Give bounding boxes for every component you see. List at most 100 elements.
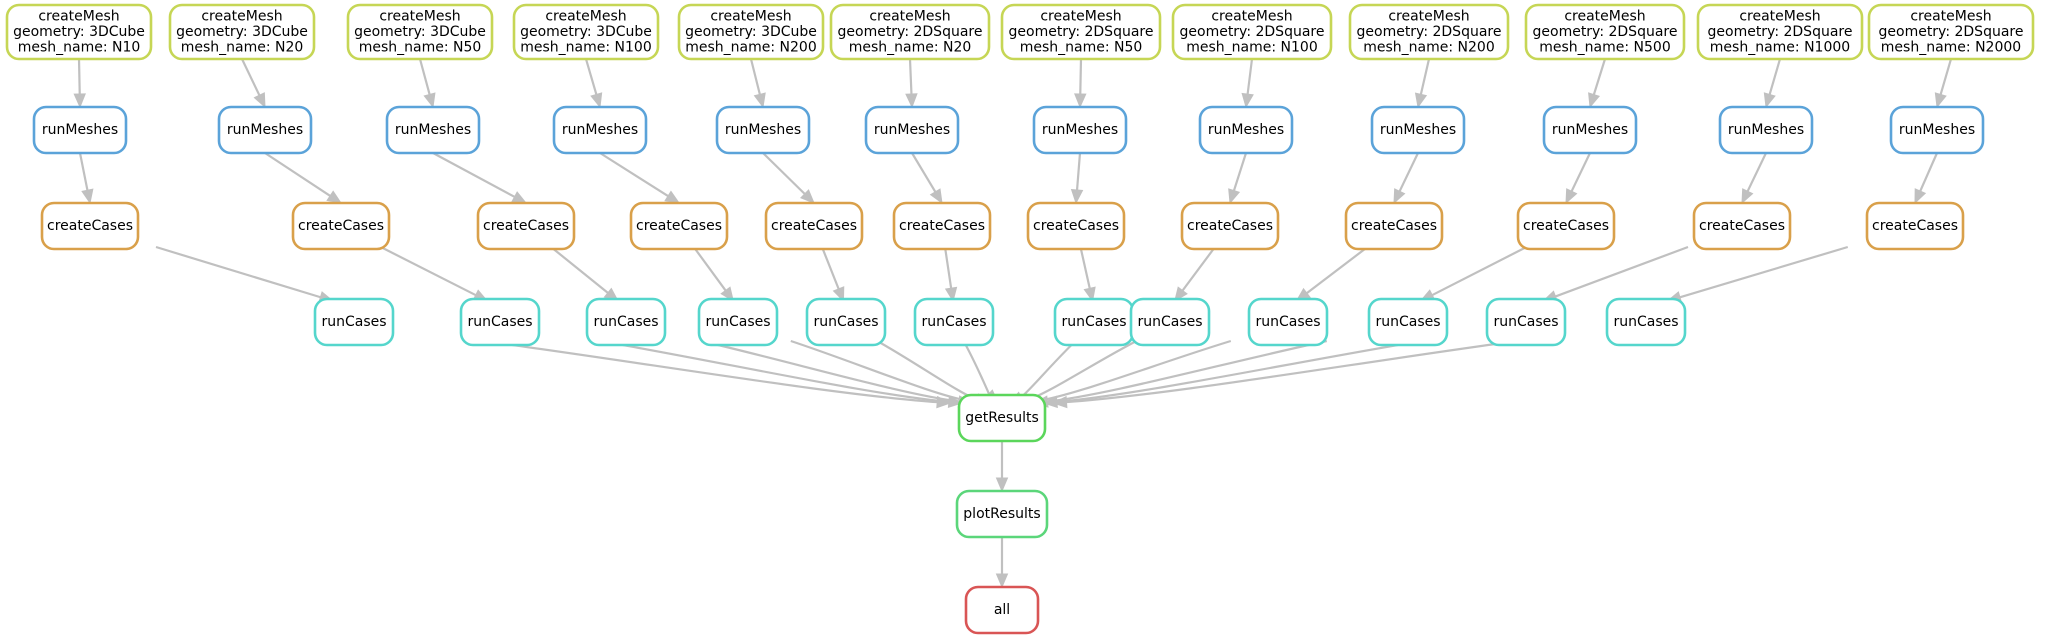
node-label: all xyxy=(994,602,1010,618)
runCases-node: runCases xyxy=(1485,297,1567,347)
edge-arrowhead xyxy=(1228,188,1241,205)
edge-arrowhead xyxy=(995,573,1009,589)
createCases-node: createCases xyxy=(291,201,391,251)
runMeshes-node: runMeshes xyxy=(864,105,960,155)
edge-runMeshes-createCases xyxy=(762,152,807,196)
node-label: runMeshes xyxy=(42,122,118,138)
createCases-node: createCases xyxy=(892,201,992,251)
edge-createMesh-runMeshes xyxy=(77,58,81,96)
node-label: runMeshes xyxy=(1728,122,1804,138)
edge-createCases-runCases xyxy=(1678,245,1849,299)
node-label: createCases xyxy=(1187,218,1273,234)
edge-runMeshes-createCases xyxy=(1918,152,1939,193)
node-box xyxy=(864,105,960,155)
node-label: geometry: 3DCube xyxy=(176,24,308,40)
edge-runMeshes-createCases xyxy=(1398,152,1419,193)
node-label: createCases xyxy=(771,218,857,234)
node-label: runCases xyxy=(921,314,986,330)
node-label: mesh_name: N50 xyxy=(359,40,482,56)
node-label: runMeshes xyxy=(1552,122,1628,138)
node-box xyxy=(552,105,648,155)
edge-arrowhead xyxy=(720,286,735,303)
node-label: mesh_name: N1000 xyxy=(1710,40,1850,56)
node-box xyxy=(1867,3,2035,61)
node-box xyxy=(629,201,729,251)
node-label: createMesh xyxy=(1739,9,1820,25)
edge-runCases-getResults xyxy=(1046,339,1328,403)
runMeshes-node: runMeshes xyxy=(1032,105,1128,155)
node-label: runMeshes xyxy=(562,122,638,138)
edge-runCases-getResults xyxy=(876,340,979,401)
node-label: runCases xyxy=(705,314,770,330)
runMeshes-node: runMeshes xyxy=(217,105,313,155)
node-label: createCases xyxy=(483,218,569,234)
edge-createCases-runCases xyxy=(1554,245,1689,298)
createCases-node: createCases xyxy=(1026,201,1126,251)
node-box xyxy=(1367,297,1449,347)
node-label: createMesh xyxy=(38,9,119,25)
node-label: runCases xyxy=(321,314,386,330)
node-label: createMesh xyxy=(1388,9,1469,25)
node-box xyxy=(892,201,992,251)
node-box xyxy=(313,297,395,347)
node-label: createMesh xyxy=(545,9,626,25)
node-box xyxy=(1718,105,1814,155)
edge-arrowhead xyxy=(995,477,1009,493)
node-label: createMesh xyxy=(1910,9,1991,25)
edge-arrowhead xyxy=(799,189,815,204)
createCases-node: createCases xyxy=(476,201,576,251)
node-box xyxy=(1485,297,1567,347)
node-label: runMeshes xyxy=(395,122,471,138)
runMeshes-node: runMeshes xyxy=(32,105,128,155)
node-box xyxy=(5,3,153,61)
edge-arrowhead xyxy=(929,188,943,205)
edge-runCases-getResults xyxy=(790,339,970,403)
runCases-node: runCases xyxy=(1605,297,1687,347)
edge-createCases-runCases xyxy=(380,246,478,297)
runMeshes-node: runMeshes xyxy=(1370,105,1466,155)
runCases-node: runCases xyxy=(913,297,995,347)
node-label: runCases xyxy=(1493,314,1558,330)
runMeshes-node: runMeshes xyxy=(715,105,811,155)
node-label: runCases xyxy=(813,314,878,330)
node-label: geometry: 2DSquare xyxy=(1708,24,1853,40)
edge-runMeshes-createCases xyxy=(1232,152,1248,192)
edge-arrowhead xyxy=(81,188,94,205)
edge-arrowhead xyxy=(905,93,918,109)
node-label: geometry: 2DSquare xyxy=(1009,24,1154,40)
node-box xyxy=(1524,3,1686,61)
edge-createMesh-runMeshes xyxy=(584,58,598,96)
node-box xyxy=(291,201,391,251)
node-box xyxy=(1171,3,1333,61)
node-box xyxy=(1344,201,1444,251)
node-box xyxy=(715,105,811,155)
node-box xyxy=(1129,297,1211,347)
createCases-node: createCases xyxy=(1865,201,1965,251)
node-box xyxy=(1542,105,1638,155)
node-label: runCases xyxy=(1061,314,1126,330)
node-box xyxy=(40,201,140,251)
edge-runMeshes-createCases xyxy=(911,152,937,194)
edge-arrowhead xyxy=(832,286,845,303)
node-box xyxy=(476,201,576,251)
all-node: all xyxy=(964,585,1040,635)
edge-arrowhead xyxy=(1074,93,1087,109)
node-label: mesh_name: N100 xyxy=(520,40,651,56)
node-box xyxy=(964,585,1040,635)
edge-arrowhead xyxy=(1914,188,1927,205)
edge-runMeshes-createCases xyxy=(78,152,89,192)
node-label: mesh_name: N50 xyxy=(1020,40,1143,56)
getResults-node: getResults xyxy=(957,393,1047,443)
edge-createMesh-runMeshes xyxy=(1419,58,1431,96)
edge-runCases-getResults xyxy=(483,339,939,404)
runCases-node: runCases xyxy=(313,297,395,347)
node-box xyxy=(512,3,660,61)
edge-arrowhead xyxy=(1052,395,1068,409)
node-label: geometry: 3DCube xyxy=(685,24,817,40)
